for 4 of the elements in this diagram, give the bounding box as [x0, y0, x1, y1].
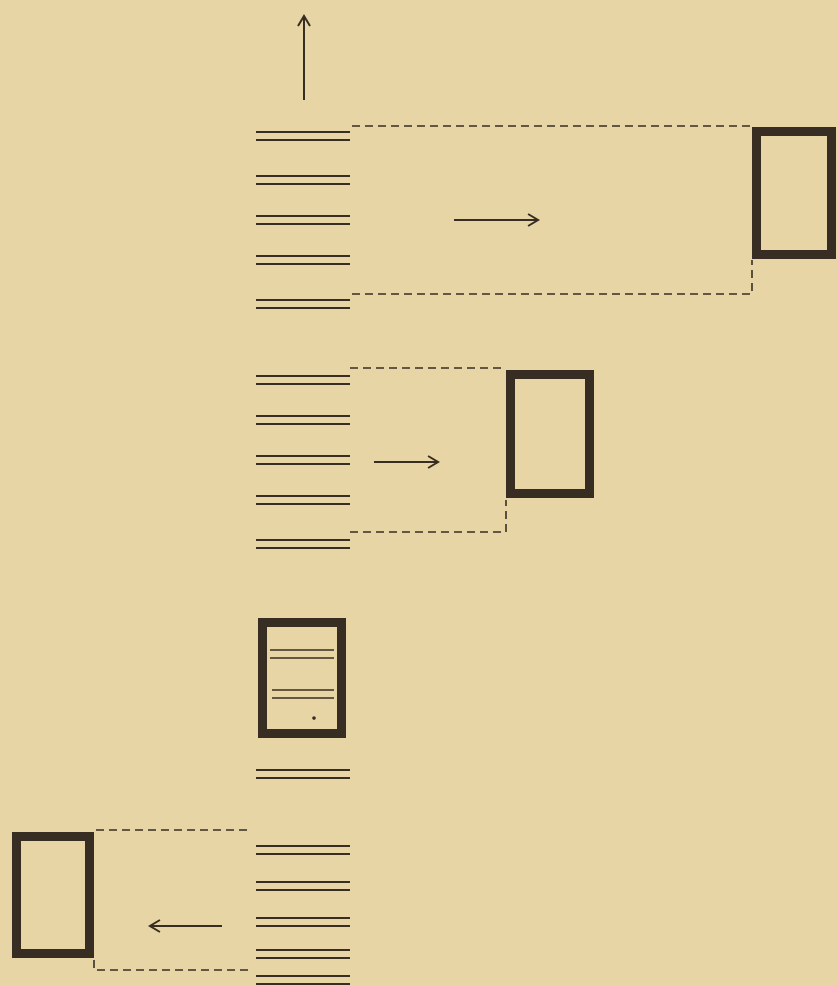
- rectangle-frame: [12, 832, 94, 958]
- rectangle-frame: [752, 127, 836, 259]
- rectangle-frame: [506, 370, 594, 498]
- rectangle-frame: [258, 618, 346, 738]
